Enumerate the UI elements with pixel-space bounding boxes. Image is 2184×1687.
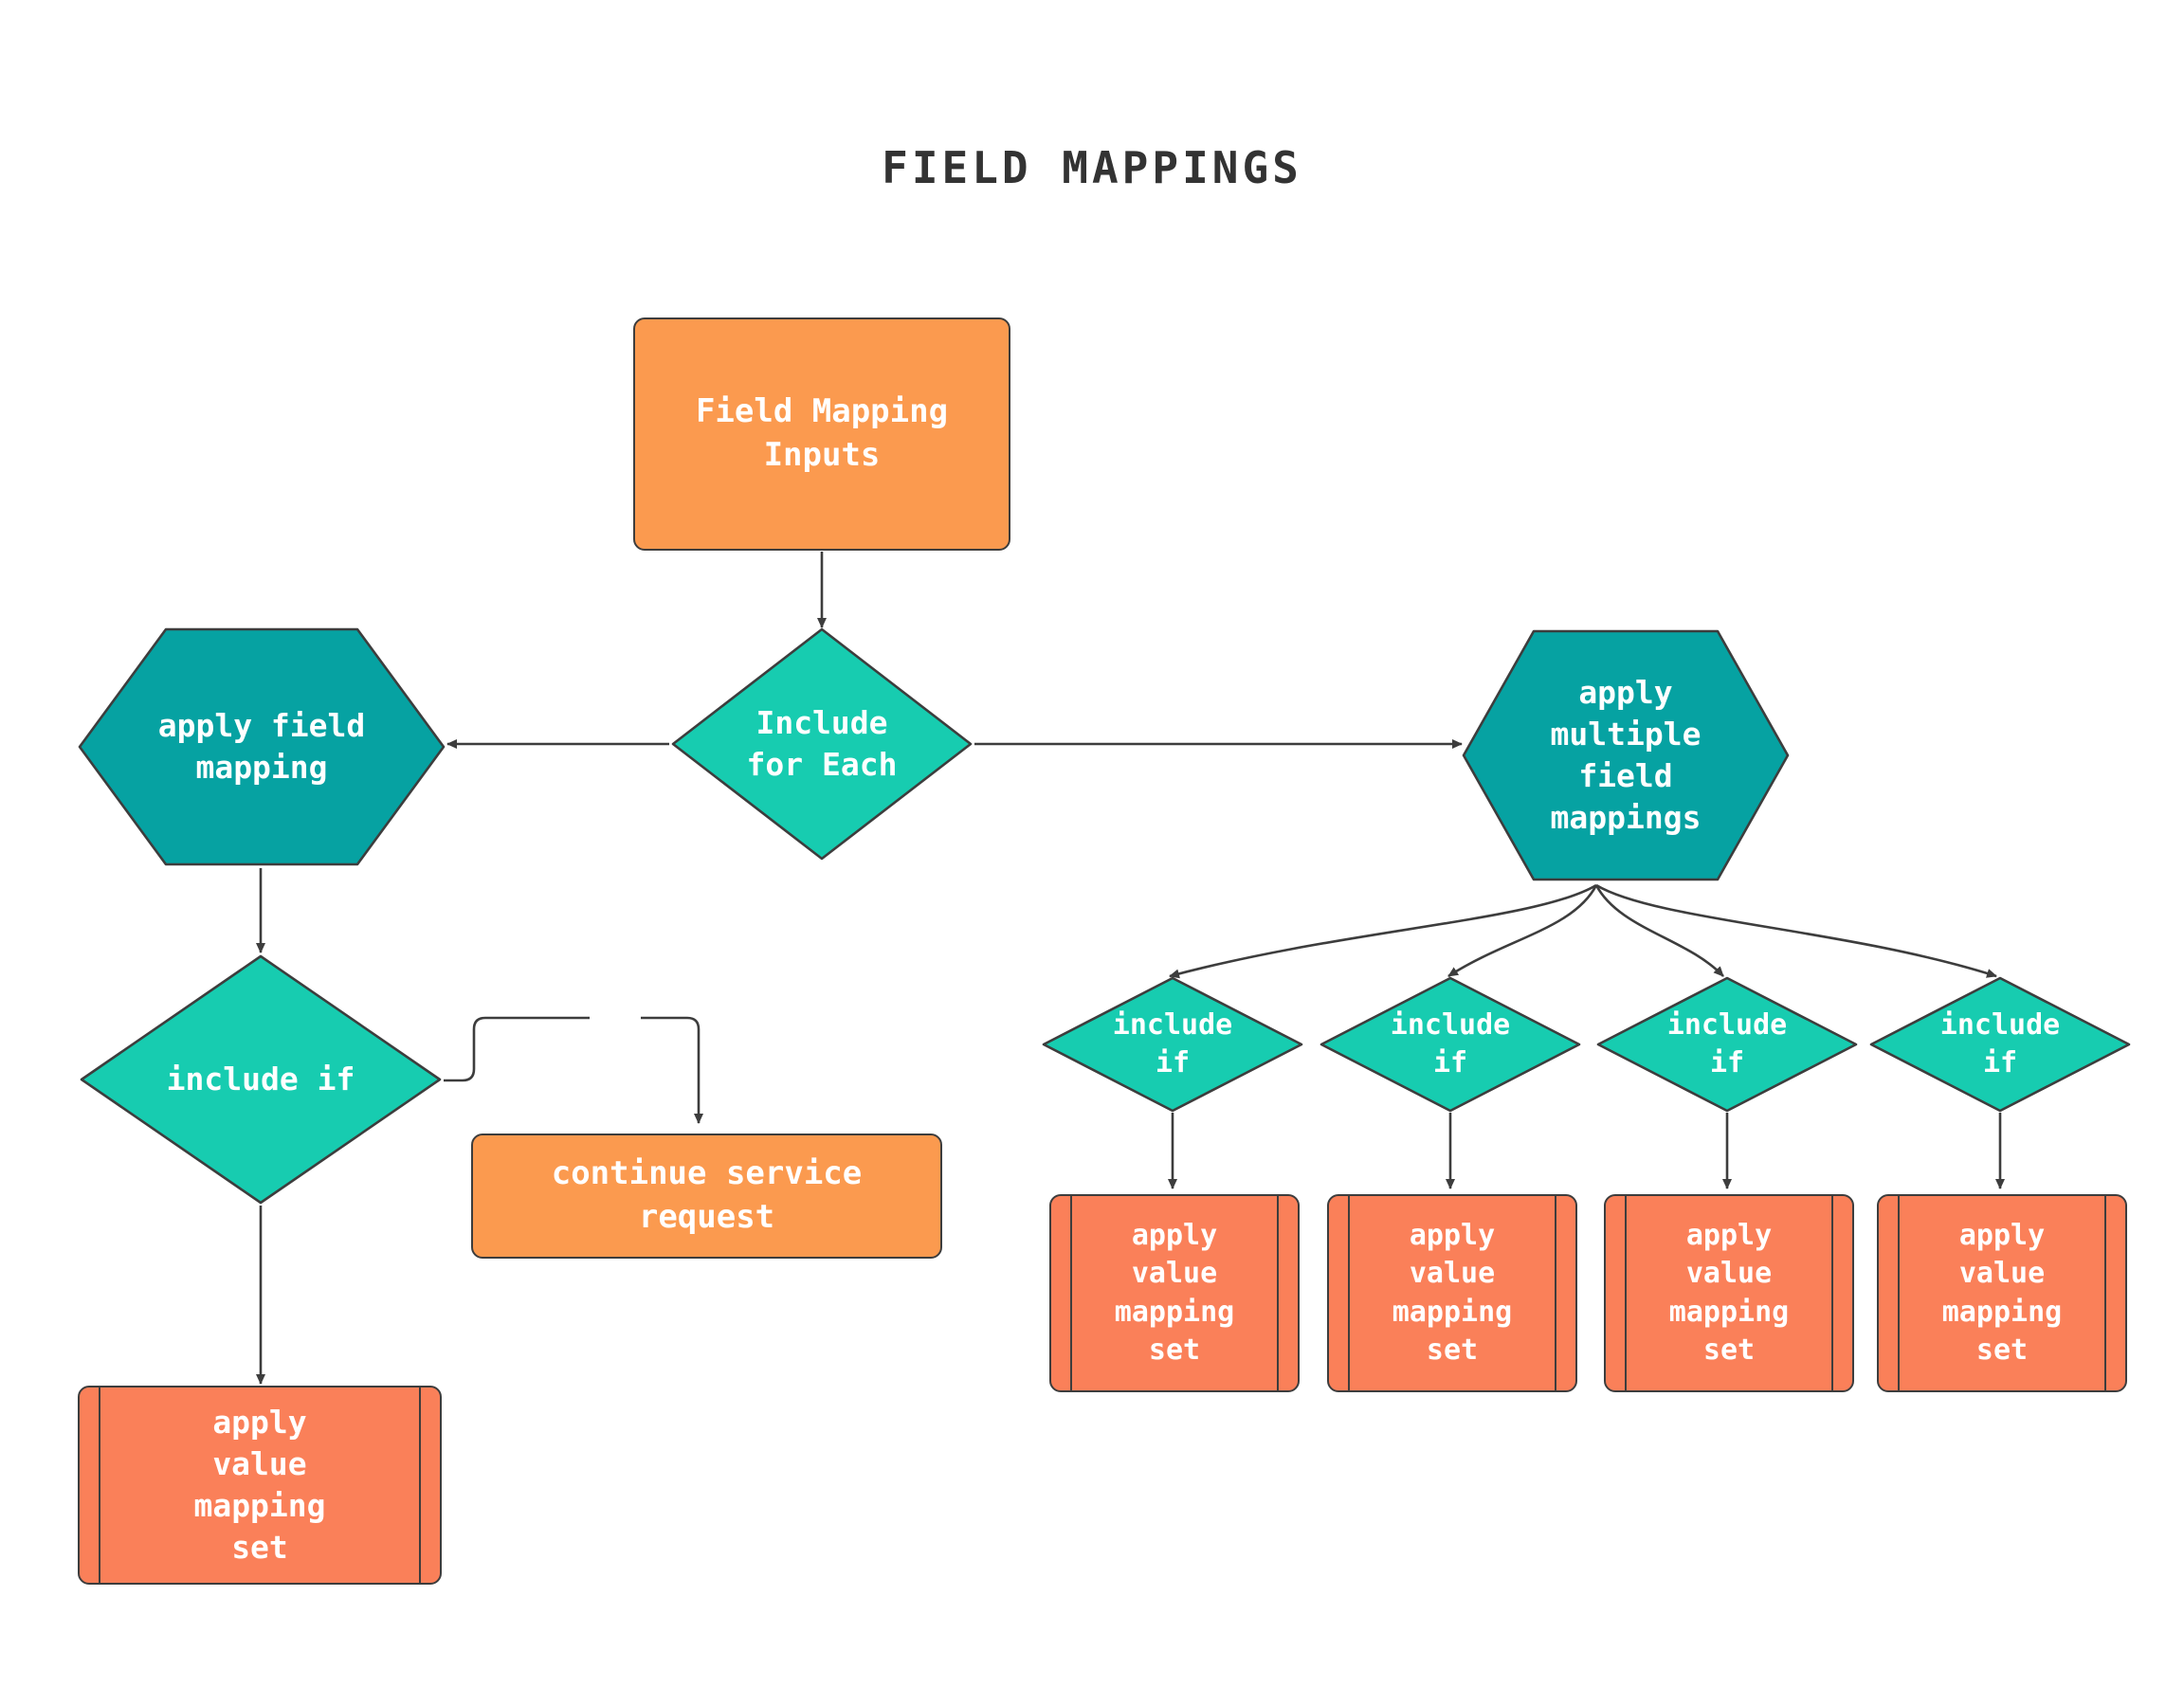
decision-shape: [80, 954, 442, 1205]
decision-shape: [671, 627, 973, 861]
node-include-if-left[interactable]: include if: [78, 952, 444, 1206]
node-field-mapping-inputs[interactable]: Field Mapping Inputs: [633, 317, 1010, 551]
node-label: apply value mapping set: [193, 1403, 326, 1567]
node-label: include if: [1112, 1007, 1233, 1079]
edge-multiple-to-include-if-4: [1595, 883, 1997, 978]
page-title: FIELD MAPPINGS: [882, 142, 1302, 193]
subroutine-left-rule: [1898, 1196, 1900, 1390]
node-label: apply value mapping set: [1668, 1219, 1790, 1367]
node-include-if-2[interactable]: include if: [1318, 974, 1583, 1115]
node-apply-value-mapping-set-2[interactable]: apply value mapping set: [1327, 1194, 1577, 1392]
subroutine-right-rule: [2104, 1196, 2106, 1390]
node-apply-value-mapping-set-1[interactable]: apply value mapping set: [1049, 1194, 1300, 1392]
subroutine-left-rule: [1625, 1196, 1627, 1390]
edge-include-if-to-continue-a: [444, 1016, 590, 1082]
decision-shape: [1869, 976, 2131, 1113]
edge-multiple-to-include-if-1: [1169, 883, 1597, 979]
node-apply-value-mapping-set-4[interactable]: apply value mapping set: [1877, 1194, 2127, 1392]
node-include-if-4[interactable]: include if: [1867, 974, 2133, 1115]
node-label: apply value mapping set: [1941, 1219, 2063, 1367]
hexagon-shape: [1462, 629, 1790, 881]
node-label: apply field mapping: [157, 706, 366, 786]
node-label: include if: [1939, 1007, 2061, 1079]
decision-shape: [1042, 976, 1303, 1113]
subroutine-right-rule: [419, 1388, 421, 1583]
subroutine-right-rule: [1277, 1196, 1279, 1390]
decision-shape: [1320, 976, 1581, 1113]
node-label: include if: [1390, 1007, 1511, 1079]
edge-multiple-to-include-if-3: [1594, 884, 1724, 977]
node-label: include if: [166, 1060, 355, 1097]
node-label: apply multiple field mappings: [1550, 673, 1702, 837]
node-include-if-1[interactable]: include if: [1040, 974, 1305, 1115]
node-apply-value-mapping-set-left[interactable]: apply value mapping set: [78, 1386, 442, 1585]
edge-multiple-to-include-if-2: [1447, 884, 1598, 978]
hexagon-shape: [78, 627, 446, 866]
subroutine-right-rule: [1831, 1196, 1833, 1390]
node-apply-field-mapping[interactable]: apply field mapping: [76, 626, 447, 868]
node-include-for-each[interactable]: Include for Each: [669, 626, 974, 862]
node-label: include if: [1666, 1007, 1788, 1079]
node-continue-service-request[interactable]: continue service request: [471, 1134, 942, 1259]
node-apply-value-mapping-set-3[interactable]: apply value mapping set: [1604, 1194, 1854, 1392]
node-include-if-3[interactable]: include if: [1594, 974, 1860, 1115]
subroutine-left-rule: [1070, 1196, 1072, 1390]
node-label: apply value mapping set: [1114, 1219, 1235, 1367]
edge-include-if-to-continue-b: [641, 1016, 703, 1124]
node-apply-multiple-field-mappings[interactable]: apply multiple field mappings: [1460, 627, 1792, 883]
node-label: Include for Each: [746, 703, 898, 783]
subroutine-left-rule: [99, 1388, 100, 1583]
subroutine-right-rule: [1555, 1196, 1556, 1390]
decision-shape: [1596, 976, 1858, 1113]
node-label: apply value mapping set: [1392, 1219, 1513, 1367]
subroutine-left-rule: [1348, 1196, 1350, 1390]
